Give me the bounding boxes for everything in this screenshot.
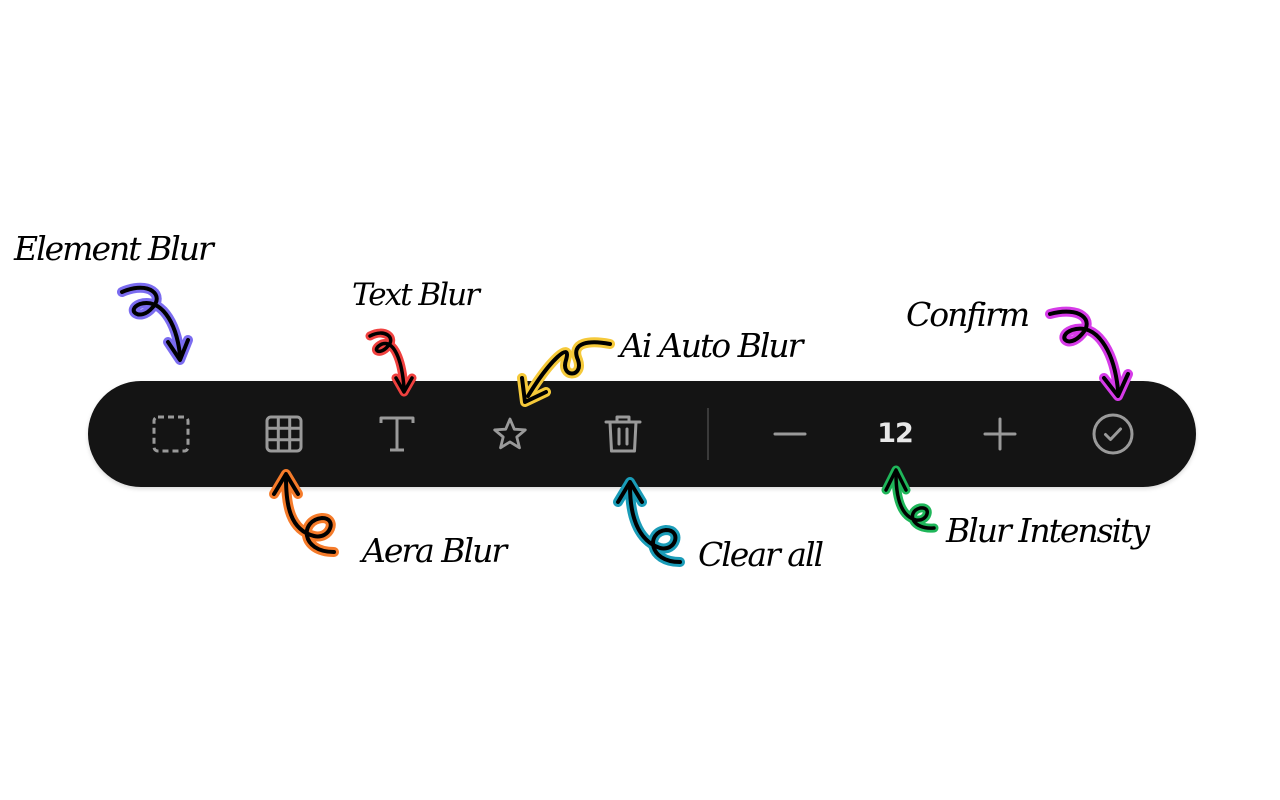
label-clear-all: Clear all	[698, 535, 824, 574]
label-text-blur: Text Blur	[352, 277, 480, 313]
increase-intensity-button[interactable]	[968, 402, 1032, 466]
star-icon	[493, 417, 527, 450]
label-area-blur: Aera Blur	[362, 531, 507, 570]
grid-icon	[265, 415, 303, 453]
arrow-element-blur	[117, 282, 193, 365]
ai-auto-blur-button[interactable]	[478, 402, 542, 466]
label-ai-auto-blur: Ai Auto Blur	[620, 326, 803, 365]
label-blur-intensity: Blur Intensity	[946, 511, 1150, 550]
clear-all-button[interactable]	[591, 402, 655, 466]
area-blur-button[interactable]	[252, 402, 316, 466]
blur-intensity-value: 12	[877, 418, 914, 449]
confirm-button[interactable]	[1081, 402, 1145, 466]
arrow-clear-all	[613, 477, 685, 567]
dashed-square-icon	[152, 415, 190, 453]
toolbar-divider	[707, 408, 709, 460]
check-circle-icon	[1092, 413, 1134, 455]
label-confirm: Confirm	[906, 295, 1030, 334]
decrease-intensity-button[interactable]	[758, 402, 822, 466]
blur-toolbar: 12	[88, 381, 1196, 487]
minus-icon	[773, 432, 807, 436]
text-blur-button[interactable]	[365, 402, 429, 466]
plus-icon	[983, 417, 1017, 451]
label-element-blur: Element Blur	[14, 229, 214, 268]
trash-icon	[604, 415, 642, 453]
text-t-icon	[379, 416, 415, 452]
element-blur-button[interactable]	[139, 402, 203, 466]
